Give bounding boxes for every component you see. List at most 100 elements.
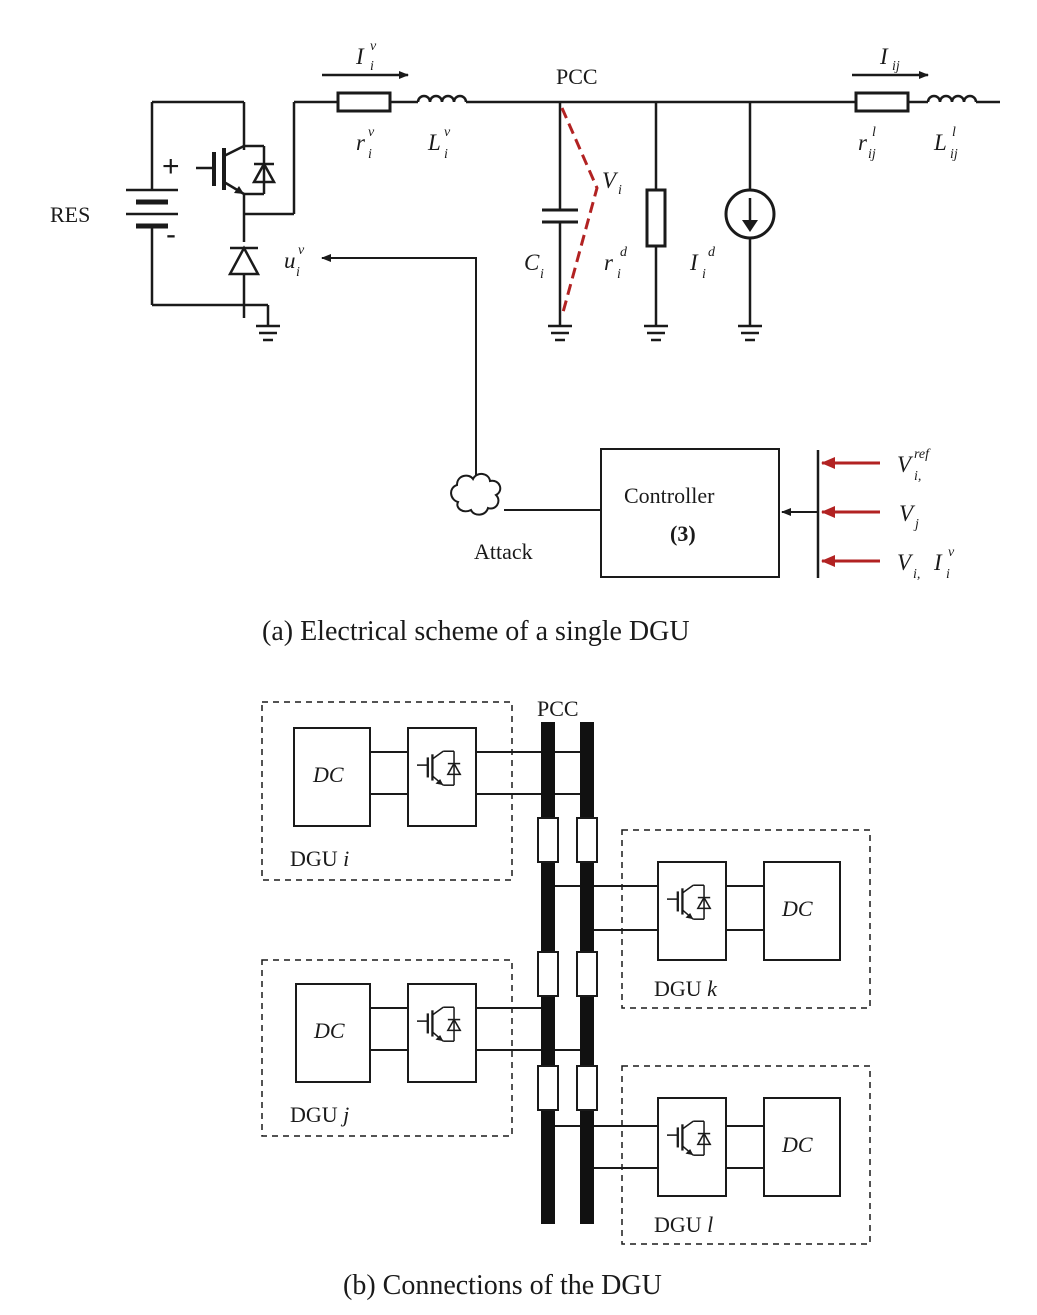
r-line-label: r l ij xyxy=(858,125,876,162)
ground-icon xyxy=(244,303,280,342)
svg-text:V: V xyxy=(897,452,914,477)
dgu-boundary xyxy=(261,959,513,1137)
svg-text:i: i xyxy=(946,567,950,582)
plus-sign: + xyxy=(162,150,180,183)
svg-text:v: v xyxy=(298,243,305,258)
converter-switch-icon xyxy=(196,100,338,318)
svg-text:ref: ref xyxy=(914,447,931,462)
l-in-label: L v i xyxy=(427,125,451,162)
svg-text:ij: ij xyxy=(950,147,958,162)
dgu-label: DGU k xyxy=(654,976,718,1001)
svg-text:i: i xyxy=(370,59,374,74)
control-input-label: u v i xyxy=(284,243,305,280)
svg-text:i: i xyxy=(540,267,544,282)
battery-icon xyxy=(126,100,244,307)
i-load-label: I d i xyxy=(689,245,716,282)
svg-text:v: v xyxy=(370,39,377,54)
svg-text:r: r xyxy=(858,130,868,155)
input-label-neighbor: V j xyxy=(899,501,919,532)
r-in-label: r v i xyxy=(356,125,375,162)
connection-scheme: PCC xyxy=(261,696,871,1245)
current-source-icon xyxy=(724,102,776,342)
svg-text:I: I xyxy=(933,550,943,575)
svg-text:i,: i, xyxy=(913,567,920,582)
controller-equation: (3) xyxy=(670,521,696,546)
capacitor-icon xyxy=(542,102,578,342)
dgu-boundary xyxy=(621,829,871,1009)
electrical-scheme: RES + - xyxy=(50,39,1000,582)
svg-text:d: d xyxy=(620,245,628,260)
dc-source-box xyxy=(763,1097,841,1197)
controller-box xyxy=(600,448,780,578)
svg-text:r: r xyxy=(356,130,366,155)
dgu-boundary xyxy=(621,1065,871,1245)
dgu-label: DGU l xyxy=(654,1212,713,1237)
res-label: RES xyxy=(50,202,90,227)
r-load-label: r d i xyxy=(604,245,628,282)
dc-label: DC xyxy=(781,896,813,921)
dgu-label: DGU i xyxy=(290,846,349,871)
control-signal-line xyxy=(321,254,477,486)
voltage-label: V i xyxy=(602,168,622,198)
svg-text:v: v xyxy=(948,545,955,560)
svg-text:i: i xyxy=(368,147,372,162)
caption-b: (b) Connections of the DGU xyxy=(343,1270,662,1301)
inductor-icon xyxy=(416,94,468,103)
svg-text:i: i xyxy=(444,147,448,162)
attack-cloud-icon xyxy=(450,473,502,516)
controller-label: Controller xyxy=(624,483,715,508)
svg-text:C: C xyxy=(524,250,540,275)
dgu-label: DGU j xyxy=(290,1102,349,1127)
svg-text:V: V xyxy=(897,550,914,575)
svg-text:j: j xyxy=(913,517,919,532)
svg-text:l: l xyxy=(872,125,876,140)
svg-text:d: d xyxy=(708,245,716,260)
pcc-label: PCC xyxy=(556,64,598,89)
current-line-label: I ij xyxy=(879,44,900,74)
converter-box xyxy=(407,727,477,827)
attack-label: Attack xyxy=(474,539,533,564)
svg-text:I: I xyxy=(355,44,365,69)
svg-text:i: i xyxy=(618,183,622,198)
caption-a: (a) Electrical scheme of a single DGU xyxy=(262,616,690,647)
svg-text:v: v xyxy=(368,125,375,140)
converter-box xyxy=(407,983,477,1083)
dc-source-box xyxy=(295,983,371,1083)
svg-text:V: V xyxy=(602,168,619,193)
input-label-local: V i, I v i xyxy=(897,545,955,582)
dc-label: DC xyxy=(312,762,344,787)
dc-label: DC xyxy=(781,1132,813,1157)
svg-text:i: i xyxy=(617,267,621,282)
dc-source-box xyxy=(293,727,371,827)
svg-text:i: i xyxy=(296,265,300,280)
line-resistors xyxy=(537,817,598,1111)
dc-source-box xyxy=(763,861,841,961)
converter-box xyxy=(657,1097,727,1197)
minus-sign: - xyxy=(166,218,176,251)
svg-text:I: I xyxy=(689,250,699,275)
svg-text:L: L xyxy=(427,130,441,155)
svg-text:i: i xyxy=(702,267,706,282)
dc-label: DC xyxy=(313,1018,345,1043)
svg-text:V: V xyxy=(899,501,916,526)
dgu-boundary xyxy=(261,701,513,881)
pcc-label-b: PCC xyxy=(537,696,579,721)
svg-text:l: l xyxy=(952,125,956,140)
svg-text:ij: ij xyxy=(868,147,876,162)
current-in-label: I v i xyxy=(355,39,377,74)
resistor-icon xyxy=(336,91,392,113)
line-inductor-icon xyxy=(926,94,978,103)
input-label-ref: V ref i, xyxy=(897,447,931,484)
svg-text:ij: ij xyxy=(892,59,900,74)
load-resistor-icon xyxy=(644,102,668,342)
svg-text:r: r xyxy=(604,250,614,275)
svg-text:i,: i, xyxy=(914,469,921,484)
l-line-label: L l ij xyxy=(933,125,958,162)
svg-text:L: L xyxy=(933,130,947,155)
line-resistor-icon xyxy=(854,91,910,113)
svg-text:v: v xyxy=(444,125,451,140)
svg-text:u: u xyxy=(284,248,296,273)
converter-box xyxy=(657,861,727,961)
